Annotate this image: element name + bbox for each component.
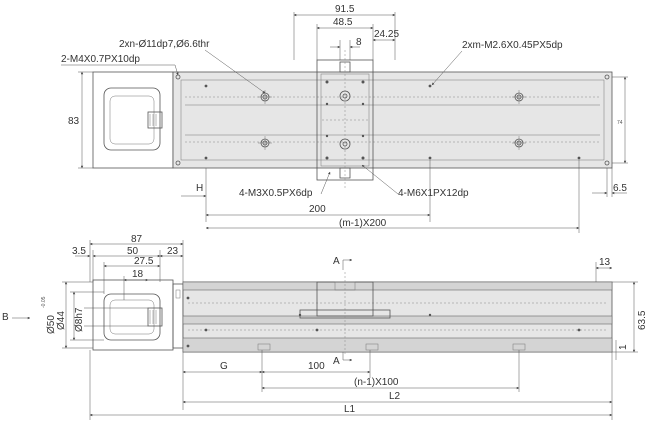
dim-200: 200 <box>309 204 326 215</box>
label-m6: 4-M6X1PX12dp <box>398 188 469 199</box>
motor-block-top <box>92 71 174 169</box>
dim-100: 100 <box>308 361 325 372</box>
dim-13: 13 <box>599 257 611 268</box>
coupling-top <box>147 111 163 129</box>
dim-23: 23 <box>167 246 179 257</box>
dim-8: 8 <box>356 37 362 48</box>
dim-48-5: 48.5 <box>333 17 353 28</box>
dia-8h7: Ø8h7 <box>74 307 85 332</box>
label-m3: 4-M3X0.5PX6dp <box>239 188 313 199</box>
dim-87: 87 <box>131 234 143 245</box>
dia-50-tol: -0.05 <box>41 296 47 308</box>
dim-m1-200: (m-1)X200 <box>339 218 387 229</box>
dim-83: 83 <box>68 116 80 127</box>
dim-91-5: 91.5 <box>335 4 355 15</box>
dim-27-5: 27.5 <box>134 256 154 267</box>
top-view: 91.5 48.5 8 24.25 2xn-Ø11dp7,Ø6.6thr 2xm… <box>61 4 628 233</box>
side-view: A A B Ø50 -0.05 Ø44 Ø8h7 87 3.5 50 <box>2 234 648 420</box>
dia-44: Ø44 <box>56 311 67 330</box>
dim-50: 50 <box>127 246 139 257</box>
label-m4: 2-M4X0.7PX10dp <box>61 54 140 65</box>
rail-bottom <box>182 337 613 353</box>
view-b-label: B <box>2 312 9 323</box>
dim-18: 18 <box>132 269 144 280</box>
motor-block-side <box>92 279 174 351</box>
section-a-top: A <box>333 256 340 267</box>
coupling-side <box>147 307 163 327</box>
dim-63-5: 63.5 <box>637 310 648 330</box>
section-a-bottom: A <box>333 356 340 367</box>
dim-g: G <box>220 361 228 372</box>
dim-74: 74 <box>617 120 623 126</box>
motor-inner-top <box>103 87 161 151</box>
dim-6-5: 6.5 <box>613 183 627 194</box>
label-counterbore: 2xn-Ø11dp7,Ø6.6thr <box>119 39 210 50</box>
base-top <box>172 71 613 169</box>
dim-1: 1 <box>618 344 629 350</box>
dim-24-25: 24.25 <box>374 29 399 40</box>
dim-l1: L1 <box>344 404 356 415</box>
dim-h: H <box>196 183 203 194</box>
dia-50: Ø50 <box>46 315 57 334</box>
dim-3-5: 3.5 <box>72 246 86 257</box>
dim-n1-100: (n-1)X100 <box>354 377 399 388</box>
dim-l2: L2 <box>389 391 401 402</box>
label-m2-6: 2xm-M2.6X0.45PX5dp <box>462 40 563 51</box>
